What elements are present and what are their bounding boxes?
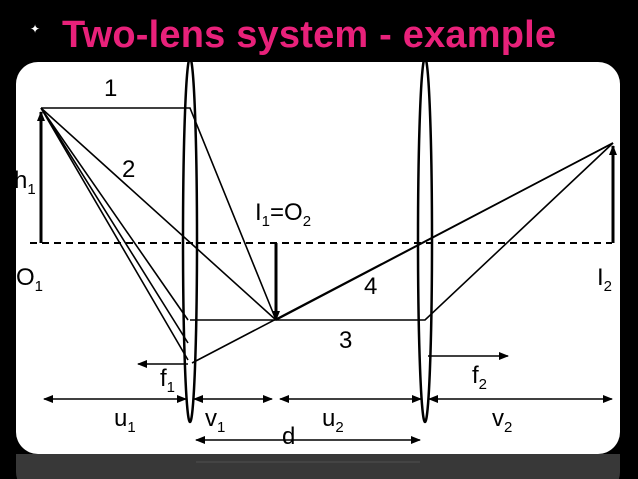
slide-title: Two-lens system - example (62, 14, 557, 56)
ray-group (40, 107, 614, 364)
ray-fan-b (40, 107, 189, 361)
distance-label-u2: u2 (322, 405, 344, 436)
ray-label-2: 2 (122, 156, 135, 183)
diagram-panel (16, 62, 620, 454)
ray-fan-a (40, 107, 189, 321)
ray-3 (190, 142, 614, 321)
ray-label-4: 4 (364, 273, 377, 300)
panel-reflection (16, 454, 620, 479)
focal-label-2: f2 (472, 362, 487, 393)
ray-5 (191, 142, 614, 364)
ray-label-3: 3 (339, 327, 352, 354)
focal-label-1: f1 (160, 365, 175, 396)
object-label: O1 (16, 264, 43, 295)
distance-label-v1: v1 (205, 405, 225, 436)
ray-2 (40, 107, 277, 321)
ray-1 (41, 107, 277, 321)
distance-label-d: d (282, 423, 295, 450)
object-height-label: h1 (14, 167, 36, 198)
distance-label-v2: v2 (492, 405, 512, 436)
lens-1 (181, 56, 199, 424)
final-image-label: I2 (597, 264, 612, 295)
intermediate-image-label: I1=O2 (255, 199, 311, 230)
distance-label-u1: u1 (114, 405, 136, 436)
distance-dimensions (43, 395, 613, 444)
bullet-star-icon: ✦ (30, 22, 41, 36)
ray-fan-c (40, 107, 189, 344)
ray-label-1: 1 (104, 75, 117, 102)
lens-2 (416, 56, 434, 424)
